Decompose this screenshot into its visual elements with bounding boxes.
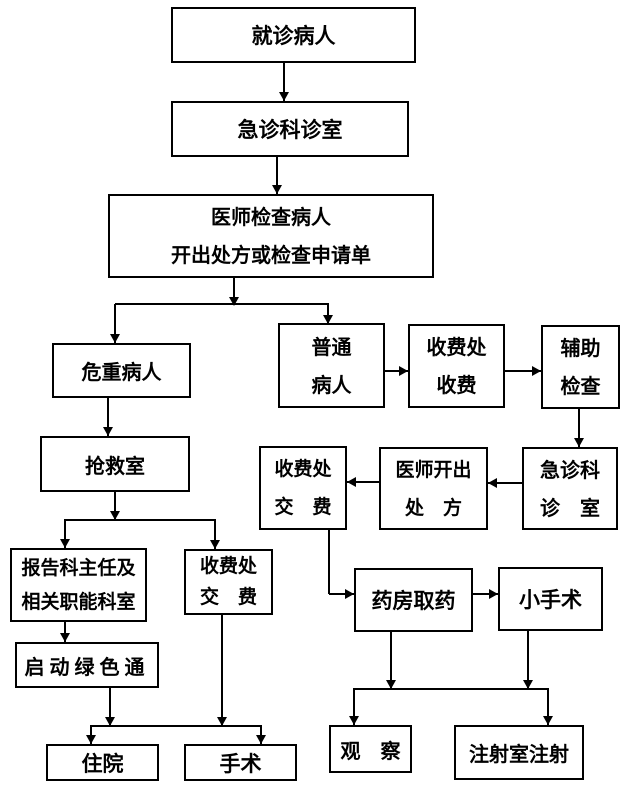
flow-node-label: 报告科主任及 相关职能科室 bbox=[21, 557, 136, 613]
connector-line bbox=[64, 520, 66, 548]
arrowhead-down-icon bbox=[60, 539, 70, 548]
connector-line bbox=[505, 370, 541, 372]
arrowhead-down-icon bbox=[86, 735, 96, 744]
flow-node-label: 医师检查病人 开出处方或检查申请单 bbox=[171, 205, 371, 267]
flow-node-label: 普通 病人 bbox=[311, 334, 352, 397]
connector-line bbox=[347, 481, 379, 483]
arrowhead-down-icon bbox=[60, 633, 70, 642]
flow-node-label: 急诊科诊室 bbox=[237, 118, 343, 142]
connector-line bbox=[329, 593, 354, 595]
arrowhead-down-icon bbox=[349, 716, 359, 725]
connector-line bbox=[328, 530, 330, 594]
arrowhead-down-icon bbox=[386, 680, 396, 689]
flow-node-label: 小手术 bbox=[519, 588, 582, 612]
arrowhead-down-icon bbox=[110, 511, 120, 520]
flow-node-report-director: 报告科主任及 相关职能科室 bbox=[10, 548, 147, 622]
arrowhead-down-icon bbox=[110, 334, 120, 343]
flow-node-label: 收费处 交 费 bbox=[274, 458, 332, 518]
arrowhead-right-icon bbox=[399, 366, 408, 376]
flow-node-pharmacy-dispense: 药房取药 bbox=[354, 568, 473, 632]
flow-node-doctor-issue-prescription: 医师开出 处 方 bbox=[379, 447, 488, 530]
arrowhead-left-icon bbox=[488, 478, 497, 488]
flow-node-label: 手术 bbox=[219, 751, 262, 776]
arrowhead-down-icon bbox=[103, 427, 113, 436]
arrowhead-down-icon bbox=[574, 438, 584, 447]
arrowhead-down-icon bbox=[210, 540, 220, 549]
connector-line bbox=[353, 688, 549, 690]
flow-node-hospitalization: 住院 bbox=[46, 744, 159, 781]
flow-node-label: 收费处 交 费 bbox=[199, 555, 257, 608]
arrowhead-down-icon bbox=[105, 717, 115, 726]
connector-line bbox=[114, 492, 116, 520]
flow-node-cashier-pay-left: 收费处 交 费 bbox=[184, 549, 273, 615]
flow-node-visiting-patient: 就诊病人 bbox=[171, 7, 416, 63]
flow-node-label: 医师开出 处 方 bbox=[395, 458, 472, 519]
arrowhead-down-icon bbox=[229, 297, 239, 306]
connector-line bbox=[527, 631, 529, 689]
arrowhead-right-icon bbox=[345, 589, 354, 599]
connector-line bbox=[473, 593, 498, 595]
flow-node-label: 药房取药 bbox=[371, 589, 456, 613]
connector-line bbox=[488, 482, 522, 484]
arrowhead-right-icon bbox=[489, 589, 498, 599]
connector-line bbox=[385, 370, 408, 372]
connector-line bbox=[214, 520, 216, 549]
connector-line bbox=[221, 615, 223, 726]
flow-node-minor-surgery: 小手术 bbox=[498, 567, 603, 631]
connector-line bbox=[578, 409, 580, 447]
arrowhead-down-icon bbox=[543, 716, 553, 725]
flow-node-injection-room: 注射室注射 bbox=[454, 725, 584, 780]
flow-node-rescue-room: 抢救室 bbox=[40, 436, 190, 492]
flow-node-doctor-exam-prescription: 医师检查病人 开出处方或检查申请单 bbox=[108, 194, 434, 278]
flow-node-label: 收费处 收费 bbox=[426, 335, 487, 397]
connector-line bbox=[233, 277, 235, 305]
flow-node-label: 注射室注射 bbox=[469, 742, 569, 766]
arrowhead-right-icon bbox=[532, 366, 541, 376]
flow-node-label: 住院 bbox=[81, 751, 124, 776]
connector-line bbox=[327, 304, 329, 324]
connector-line bbox=[64, 622, 66, 642]
connector-line bbox=[353, 689, 355, 725]
connector-line bbox=[115, 303, 329, 305]
flow-node-green-channel: 启动绿色通 bbox=[15, 642, 159, 688]
arrowhead-down-icon bbox=[272, 185, 282, 194]
flow-node-label: 辅助 检查 bbox=[560, 336, 601, 398]
flow-node-observation: 观 察 bbox=[329, 725, 412, 773]
arrowhead-down-icon bbox=[323, 315, 333, 324]
connector-line bbox=[547, 689, 549, 725]
arrowhead-down-icon bbox=[256, 735, 266, 744]
arrowhead-down-icon bbox=[279, 92, 289, 101]
flow-node-label: 抢救室 bbox=[85, 453, 145, 478]
arrowhead-down-icon bbox=[523, 680, 533, 689]
flow-node-label: 观 察 bbox=[340, 738, 401, 763]
arrowhead-left-icon bbox=[347, 477, 356, 487]
flow-node-cashier-charge: 收费处 收费 bbox=[408, 324, 505, 408]
flow-node-auxiliary-exam: 辅助 检查 bbox=[541, 325, 620, 409]
flow-node-label: 危重病人 bbox=[81, 360, 162, 384]
arrowhead-down-icon bbox=[217, 717, 227, 726]
connector-line bbox=[114, 304, 116, 343]
connector-line bbox=[390, 632, 392, 689]
flow-node-ordinary-patient: 普通 病人 bbox=[278, 323, 385, 408]
flow-node-emergency-dept-room-2: 急诊科 诊 室 bbox=[522, 447, 618, 530]
connector-line bbox=[276, 157, 278, 194]
flow-node-cashier-pay-right: 收费处 交 费 bbox=[259, 446, 347, 530]
flow-node-label: 急诊科 诊 室 bbox=[540, 457, 600, 520]
connector-line bbox=[107, 398, 109, 436]
flow-node-critical-patient: 危重病人 bbox=[52, 343, 191, 398]
connector-line bbox=[64, 519, 216, 521]
flow-node-emergency-dept-room: 急诊科诊室 bbox=[171, 101, 409, 157]
flow-node-label: 就诊病人 bbox=[251, 24, 336, 48]
flow-node-label: 启动绿色通 bbox=[24, 654, 150, 679]
flow-node-surgery: 手术 bbox=[184, 744, 297, 781]
connector-line bbox=[90, 725, 262, 727]
connector-line bbox=[283, 63, 285, 101]
connector-line bbox=[109, 688, 111, 726]
